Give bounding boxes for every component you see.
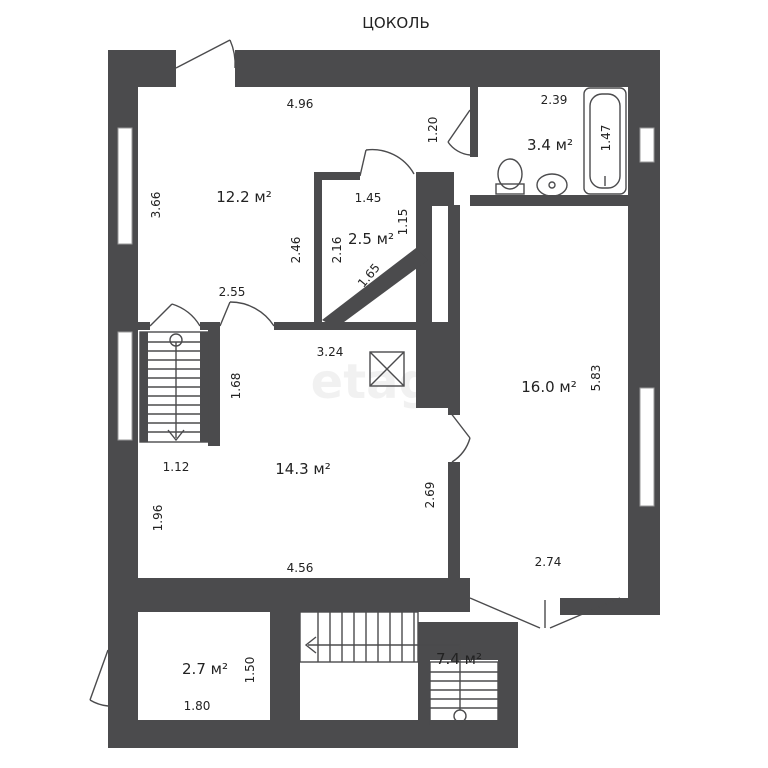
entrance-door[interactable] — [175, 39, 236, 69]
dimension-label: 4.56 — [287, 561, 314, 575]
area-label: 2.5 м² — [348, 230, 394, 248]
interior-walls — [138, 87, 628, 612]
doors — [89, 39, 621, 707]
lower-stairs-icon — [299, 611, 499, 725]
area-label: 2.7 м² — [182, 660, 228, 678]
room-area-labels: 12.2 м² 3.4 м² 2.5 м² 14.3 м² 16.0 м² 2.… — [182, 136, 577, 678]
dimension-label: 3.24 — [317, 345, 344, 359]
stair-door[interactable] — [149, 303, 201, 327]
closet-door[interactable] — [359, 148, 415, 177]
dimension-label: 1.45 — [355, 191, 382, 205]
dimension-label: 2.39 — [541, 93, 568, 107]
dimension-label: 1.15 — [396, 209, 410, 236]
sink-icon — [536, 173, 568, 197]
dimension-label: 4.96 — [287, 97, 314, 111]
area-label: 14.3 м² — [275, 460, 331, 478]
dimension-label: 1.68 — [229, 373, 243, 400]
double-door[interactable] — [469, 597, 621, 629]
living-room-door[interactable] — [449, 411, 471, 463]
side-door[interactable] — [89, 649, 109, 707]
dimension-label: 2.74 — [535, 555, 562, 569]
dimension-label: 1.96 — [151, 505, 165, 532]
hall-door[interactable] — [219, 301, 275, 327]
dimension-label: 1.80 — [184, 699, 211, 713]
area-label: 16.0 м² — [521, 378, 577, 396]
area-label: 12.2 м² — [216, 188, 272, 206]
toilet-icon — [495, 158, 525, 195]
dimension-label: 1.20 — [426, 117, 440, 144]
dimension-label: 3.66 — [149, 192, 163, 219]
dimension-label: 2.16 — [330, 237, 344, 264]
stairs-icon — [139, 331, 209, 443]
bathtub-icon — [583, 87, 627, 195]
dimension-label: 1.12 — [163, 460, 190, 474]
ventilation-icon — [369, 351, 405, 387]
floor-title: ЦОКОЛЬ — [362, 14, 429, 32]
dimension-label: 2.69 — [423, 482, 437, 509]
bathroom-door[interactable] — [447, 109, 471, 156]
area-label: 7.4 м² — [436, 650, 482, 668]
windows — [117, 127, 655, 507]
area-label: 3.4 м² — [527, 136, 573, 154]
dimension-label: 5.83 — [589, 365, 603, 392]
dimension-label: 2.46 — [289, 237, 303, 264]
dimension-label: 2.55 — [219, 285, 246, 299]
dimension-label: 1.50 — [243, 657, 257, 684]
dimension-label: 1.47 — [599, 125, 613, 152]
